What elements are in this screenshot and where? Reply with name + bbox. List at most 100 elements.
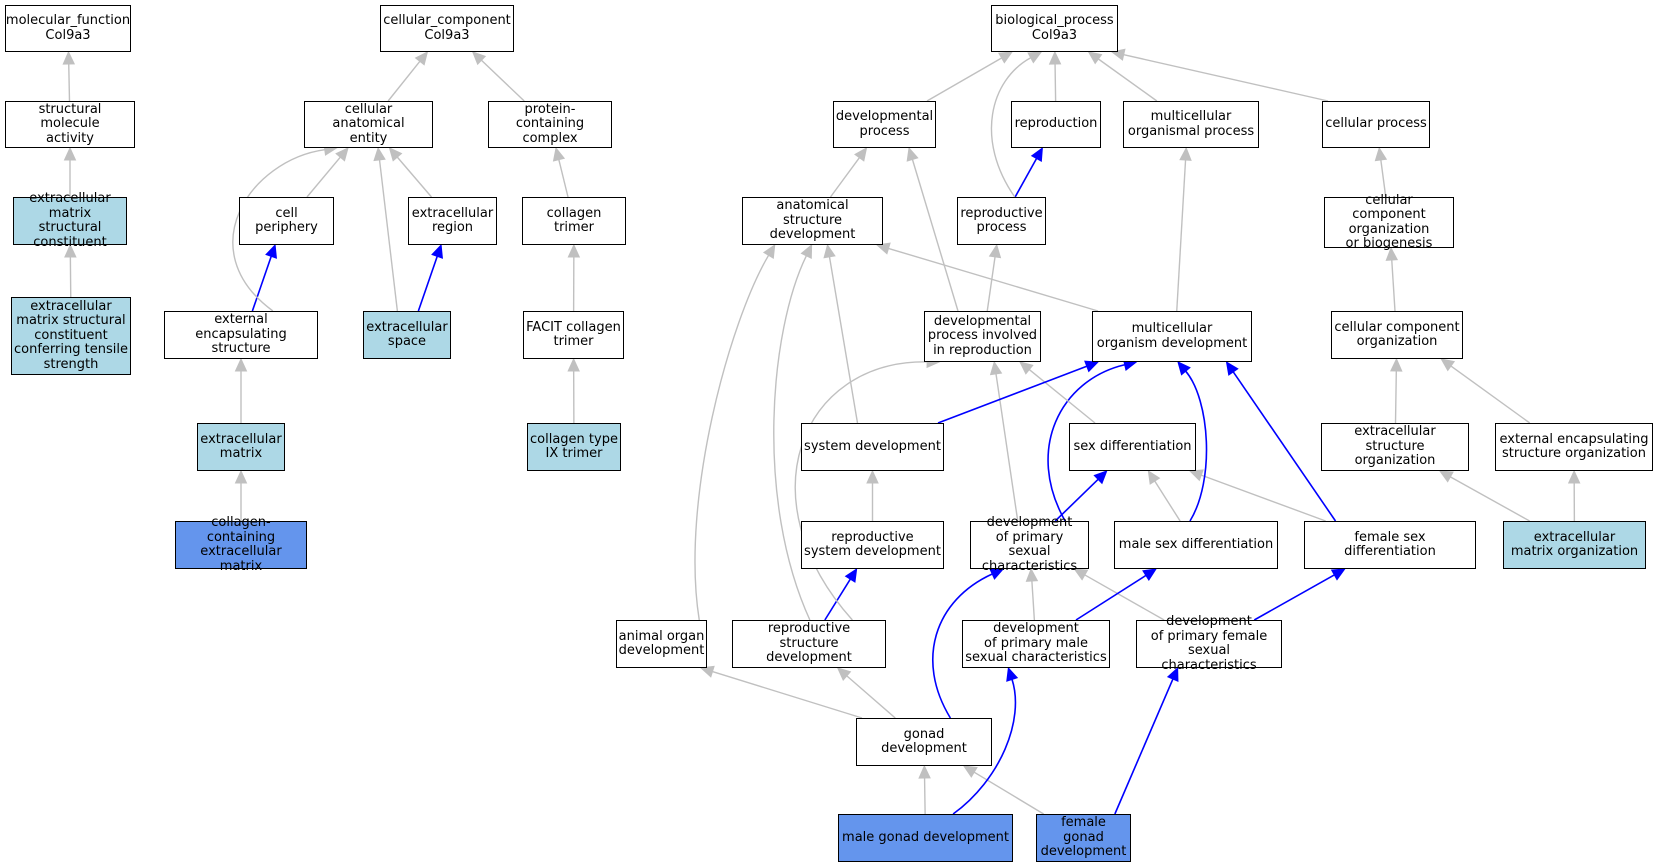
node-ext-encap-structure[interactable]: external encapsulating structure [164,311,318,359]
node-bp-root[interactable]: biological_process Col9a3 [991,5,1118,52]
edge-cell-periphery-to-cell-anat-entity [306,156,341,198]
edge-dev-primary-sexual-to-multicellular-org-dev [1047,363,1125,522]
node-struct-mol-activity[interactable]: structural molecule activity [5,101,135,148]
edge-gonad-dev-to-animal-organ-dev [712,670,863,719]
edge-system-dev-to-anat-structure-dev [828,256,859,424]
edge-collagen-trimer-to-protein-complex-arrowhead [552,146,566,162]
edge-multicellular-org-process-to-bp-root-arrowhead [1087,51,1103,65]
edge-male-sex-diff-to-multicellular-org-dev [1185,370,1208,522]
edge-extracellular-space-to-cell-anat-entity [378,159,399,312]
edge-male-sex-diff-to-sex-differentiation-arrowhead [1147,469,1161,485]
edge-reproductive-process-to-reproduction-arrowhead [1030,146,1043,162]
edge-dev-primary-sexual-to-dev-process-reproduction [995,373,1019,522]
edge-dev-primary-male-to-dev-primary-sexual-arrowhead [1025,567,1039,582]
node-male-gonad-dev[interactable]: male gonad development [838,814,1013,862]
node-animal-organ-dev[interactable]: animal organ development [616,620,707,668]
node-developmental-process[interactable]: developmental process [833,101,936,148]
edge-gonad-dev-to-reproductive-structure-dev-arrowhead [836,667,852,681]
edge-reproductive-structure-dev-to-dev-process-reproduction [794,361,928,621]
edge-female-sex-diff-to-sex-differentiation [1201,474,1326,522]
node-gonad-dev[interactable]: gonad development [856,718,992,766]
edge-multicellular-org-dev-to-multicellular-org-process-arrowhead [1179,146,1192,161]
edge-cellular-process-to-bp-root [1123,53,1329,102]
node-ecm-organization[interactable]: extracellular matrix organization [1503,521,1646,569]
edge-reproductive-system-dev-to-system-dev-arrowhead [866,469,879,484]
edge-extracellular-space-to-extracellular-region-arrowhead [431,243,443,259]
edge-collagen-ix-trimer-to-facit-collagen-trimer-arrowhead [567,357,580,372]
node-male-sex-diff[interactable]: male sex differentiation [1114,521,1278,569]
edge-reproductive-structure-dev-to-anat-structure-dev-arrowhead [800,243,813,259]
node-multicellular-org-dev[interactable]: multicellular organism development [1092,311,1252,362]
edge-system-dev-to-multicellular-org-dev [937,365,1088,424]
edge-male-gonad-dev-to-gonad-dev [923,777,926,815]
node-extracellular-matrix[interactable]: extracellular matrix [197,423,285,471]
edge-reproduction-to-bp-root-arrowhead [1048,50,1062,65]
node-sex-differentiation[interactable]: sex differentiation [1069,423,1196,471]
node-ecm-struct-tensile[interactable]: extracellular matrix structural constitu… [11,297,131,375]
node-female-gonad-dev[interactable]: female gonad development [1036,814,1131,862]
node-dev-primary-female[interactable]: development of primary female sexual cha… [1136,614,1282,672]
node-system-dev[interactable]: system development [801,423,944,471]
edge-cell-anat-entity-to-cc-root-arrowhead [414,51,429,66]
edge-struct-mol-activity-to-mf-root [68,63,71,102]
edge-reproductive-process-to-bp-root [990,57,1032,198]
node-anat-structure-dev[interactable]: anatomical structure development [742,197,883,245]
edge-dev-process-reproduction-to-developmental-process [911,159,959,312]
edge-dev-primary-sexual-to-sex-differentiation [1054,478,1099,522]
edge-dev-process-reproduction-to-reproductive-process [986,256,996,312]
edge-collagen-trimer-to-protein-complex [558,159,569,198]
node-mf-root[interactable]: molecular_function Col9a3 [5,5,131,52]
edge-sex-differentiation-to-dev-process-reproduction-arrowhead [1019,361,1034,375]
node-cc-organization[interactable]: cellular component organization [1331,311,1463,359]
node-collagen-ix-trimer[interactable]: collagen type IX trimer [527,423,621,471]
edge-gonad-dev-to-animal-organ-dev-arrowhead [699,665,715,678]
edge-protein-complex-to-cc-root [480,59,525,102]
node-dev-primary-sexual[interactable]: development of primary sexual characteri… [970,515,1089,573]
edge-cc-organization-to-cc-org-biogenesis-arrowhead [1385,246,1399,261]
edge-ecm-struct-constituent-to-struct-mol-activity-arrowhead [63,146,77,161]
edge-dev-primary-male-to-male-sex-diff-arrowhead [1142,568,1158,582]
edge-reproductive-process-to-reproduction [1014,158,1038,198]
node-collagen-containing-ecm[interactable]: collagen-containing extracellular matrix [175,515,307,573]
edge-ext-encap-structure-to-cell-periphery [251,256,272,312]
edge-dev-primary-male-to-male-sex-diff [1075,574,1147,621]
node-collagen-trimer[interactable]: collagen trimer [522,197,626,245]
node-ext-encap-org[interactable]: external encapsulating structure organiz… [1495,423,1653,471]
edge-facit-collagen-trimer-to-collagen-trimer-arrowhead [567,243,581,258]
edge-female-gonad-dev-to-gonad-dev-arrowhead [962,765,978,778]
edge-multicellular-org-process-to-bp-root [1097,58,1158,102]
edge-reproductive-structure-dev-to-reproductive-system-dev [824,578,851,621]
node-cc-root[interactable]: cellular_component Col9a3 [380,5,514,52]
edge-ext-encap-org-to-cc-organization-arrowhead [1440,358,1456,372]
node-cell-periphery[interactable]: cell periphery [239,197,334,245]
node-dev-process-reproduction[interactable]: developmental process involved in reprod… [924,311,1041,362]
edge-ecs-organization-to-cc-organization-arrowhead [1390,357,1403,372]
edge-ecm-struct-tensile-to-ecm-struct-constituent-arrowhead [64,243,77,258]
edge-ext-encap-structure-to-cell-periphery-arrowhead [265,243,277,259]
edge-cc-org-biogenesis-to-cellular-process-arrowhead [1374,146,1388,162]
node-ecm-struct-constituent[interactable]: extracellular matrix structural constitu… [13,191,127,249]
node-cc-org-biogenesis[interactable]: cellular component organization or bioge… [1324,193,1454,251]
node-ecs-organization[interactable]: extracellular structure organization [1321,423,1469,471]
edge-ecm-organization-to-ext-encap-org-arrowhead [1567,469,1581,484]
node-dev-primary-male[interactable]: development of primary male sexual chara… [962,620,1110,668]
node-facit-collagen-trimer[interactable]: FACIT collagen trimer [523,311,624,359]
node-cell-anat-entity[interactable]: cellular anatomical entity [304,101,433,148]
edge-anat-structure-dev-to-developmental-process [829,157,860,198]
node-reproduction[interactable]: reproduction [1011,101,1101,148]
node-female-sex-diff[interactable]: female sex differentiation [1304,521,1476,569]
edge-female-sex-diff-to-multicellular-org-dev-arrowhead [1225,361,1239,376]
node-extracellular-space[interactable]: extracellular space [363,311,451,359]
node-cellular-process[interactable]: cellular process [1322,101,1430,148]
edge-anat-structure-dev-to-developmental-process-arrowhead [854,147,868,162]
edge-female-gonad-dev-to-dev-primary-female-arrowhead [1166,666,1179,682]
edge-dev-primary-female-to-dev-primary-sexual [1084,574,1165,621]
node-reproductive-system-dev[interactable]: reproductive system development [801,521,944,569]
node-extracellular-region[interactable]: extracellular region [408,197,497,245]
node-reproductive-structure-dev[interactable]: reproductive structure development [732,620,886,668]
node-multicellular-org-process[interactable]: multicellular organismal process [1123,101,1259,148]
edge-dev-process-reproduction-to-reproductive-process-arrowhead [988,243,1002,259]
edge-extracellular-space-to-extracellular-region [417,256,438,312]
node-protein-complex[interactable]: protein-containing complex [488,101,612,148]
node-reproductive-process[interactable]: reproductive process [957,197,1046,245]
